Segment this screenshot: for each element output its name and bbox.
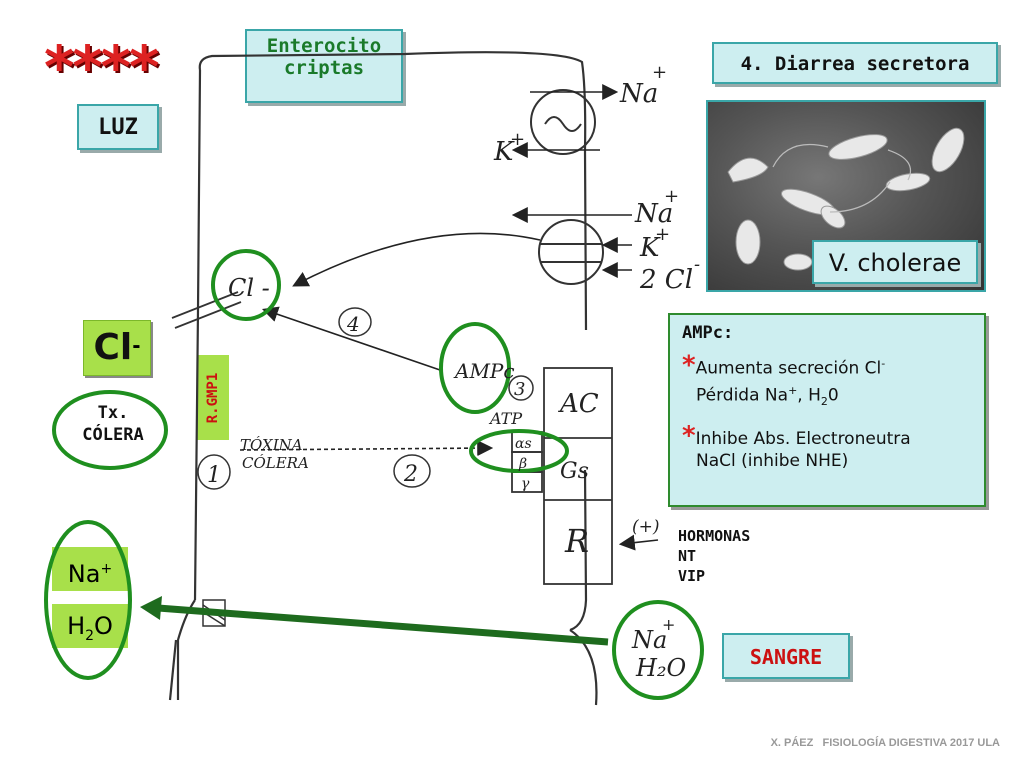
gamma-text: γ: [521, 476, 530, 492]
ampc-text-3: Inhibe Abs. Electroneutra: [695, 428, 911, 449]
gs-text: Gs: [560, 459, 589, 484]
toxina-text: TÓXINA: [240, 436, 303, 454]
na-basal-plus: +: [664, 186, 679, 207]
na-apical-plus: +: [652, 62, 667, 83]
lumen-sodium-text: Na: [67, 560, 101, 588]
atp-text: ATP: [488, 409, 522, 428]
hormones-list: HORMONAS NT VIP: [678, 526, 750, 586]
sodium-water-flow-arrow: [140, 596, 609, 646]
lumen-water-o: O: [94, 612, 113, 640]
ampc-star-3: *: [682, 420, 696, 451]
highlight-circles: [44, 249, 704, 700]
ampc-handwritten: AMPc: [453, 359, 515, 383]
lumen-water-h: H: [67, 612, 86, 640]
lumen-label: LUZ: [77, 104, 159, 150]
k-basal-text: K: [639, 233, 661, 263]
slide-title: 4. Diarrea secretora: [712, 42, 998, 84]
hormone-plus: (+): [632, 517, 660, 537]
step-1: 1: [207, 463, 221, 488]
k-apical-text: K: [493, 137, 515, 167]
chloride-channel: [171, 291, 242, 329]
colera-text: CÓLERA: [242, 454, 309, 472]
blood-label: SANGRE: [722, 633, 850, 679]
cl-basal-text: 2 Cl: [639, 265, 693, 295]
k-basal-plus: +: [655, 224, 670, 245]
step-2: 2: [403, 462, 418, 487]
blood-na-text: Na: [631, 626, 667, 654]
vip-item: VIP: [678, 567, 706, 585]
lumen-sodium-sup: +: [100, 561, 113, 577]
alpha-s-text: αs: [515, 436, 532, 452]
lumen-sodium-label: Na+: [52, 547, 128, 591]
ampc-sup-2: +: [788, 383, 798, 397]
k-apical-plus: +: [510, 129, 525, 150]
step-3: 3: [514, 379, 525, 400]
tight-junction: [202, 599, 226, 627]
receptor-gm1-text: R.GMP1: [205, 372, 221, 423]
step-4: 4: [346, 312, 360, 336]
beta-text: β: [518, 456, 527, 472]
chloride-secretion-label: Cl-: [83, 320, 151, 376]
photo-caption: V. cholerae: [812, 240, 978, 284]
cl-basal-minus: -: [694, 254, 700, 275]
cell-type-label: Enterocito criptas: [245, 29, 403, 103]
ampc-line-1: *Aumenta secreción Cl-: [682, 353, 972, 380]
receptor-r-text: R: [564, 522, 589, 560]
ampc-sub-2: 2: [820, 394, 828, 408]
ampc-effects-box: AMPc: *Aumenta secreción Cl- Pérdida Na+…: [668, 313, 986, 507]
ampc-line-4: NaCl (inhibe NHE): [682, 450, 972, 472]
na-k-pump: [530, 89, 604, 285]
ampc-tail-2: , H: [797, 385, 821, 406]
ampc-title: AMPc:: [682, 323, 734, 343]
ampc-line-3: *Inhibe Abs. Electroneutra: [682, 423, 972, 450]
footer-credit: X. PÁEZ FISIOLOGÍA DIGESTIVA 2017 ULA: [770, 737, 1000, 749]
lumen-water-label: H2O: [52, 604, 128, 648]
ampc-star-1: *: [682, 350, 696, 381]
lumen-water-sub: 2: [85, 627, 95, 644]
cl-inside-text: Cl -: [228, 274, 270, 302]
cell-outline: [168, 51, 598, 706]
ampc-end-2: 0: [827, 385, 839, 406]
adenylate-cyclase-complex: [511, 367, 613, 585]
ampc-sup-1: -: [881, 357, 886, 370]
ampc-text-2: Pérdida Na: [696, 385, 789, 406]
ampc-text-4: NaCl (inhibe NHE): [696, 450, 849, 471]
nt-item: NT: [678, 547, 697, 565]
blood-na-plus: +: [662, 615, 675, 634]
ampc-text-1: Aumenta secreción Cl: [695, 358, 882, 379]
cholera-toxin-label: Tx. CÓLERA: [82, 403, 144, 445]
bacteria-illustration: [727, 127, 965, 271]
blood-h2o-text: H₂O: [635, 654, 687, 682]
ac-text: AC: [558, 389, 599, 419]
na-basal-text: Na: [634, 199, 673, 229]
stars-decoration: ****: [44, 33, 159, 101]
chloride-text: Cl: [93, 327, 133, 368]
hormones-item: HORMONAS: [678, 527, 751, 545]
receptor-gm1-label: R.GMP1: [197, 355, 229, 440]
ampc-line-2: Pérdida Na+, H20: [682, 380, 972, 413]
na-apical-text: Na: [619, 79, 658, 109]
chloride-sup: -: [132, 333, 141, 358]
